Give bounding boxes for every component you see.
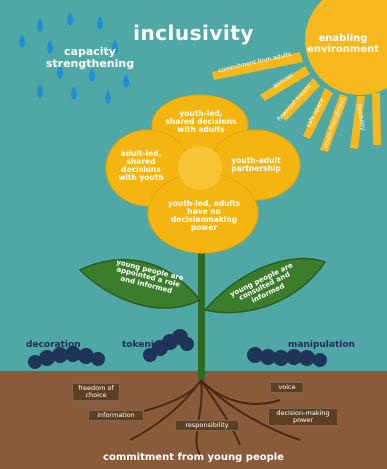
root-responsibility: responsibility	[175, 420, 239, 431]
root-voice: voice	[270, 382, 304, 393]
sun-ray	[372, 93, 381, 145]
ladder-decoration-label: decoration	[26, 340, 81, 350]
petal-left-label: adult-led, shared decisions with youth	[112, 150, 170, 182]
flower-center	[178, 146, 222, 190]
raindrop	[123, 74, 129, 88]
caterpillar-right	[247, 347, 327, 367]
ladder-manipulation-label: manipulation	[288, 340, 355, 350]
petal-top-label: youth-led, shared decisions with adults	[165, 110, 237, 134]
raindrop	[89, 68, 95, 82]
bottom-label: commitment from young people	[0, 453, 387, 464]
raindrop	[71, 86, 77, 100]
root-decision-making-power: decision-making power	[268, 408, 338, 426]
root-information: information	[88, 410, 144, 421]
sun-label: enabling environment	[300, 34, 386, 55]
petal-bottom-label: youth-led, adults have no decisionmaking…	[160, 200, 248, 232]
raindrop	[37, 84, 43, 98]
root-freedom-of-choice: freedom of choice	[72, 383, 120, 401]
petal-right-label: youth-adult partnership	[225, 157, 287, 173]
raindrop	[105, 90, 111, 104]
rain-label: capacity strengthening	[30, 46, 150, 69]
ladder-tokenism-label: tokenism	[122, 340, 169, 350]
